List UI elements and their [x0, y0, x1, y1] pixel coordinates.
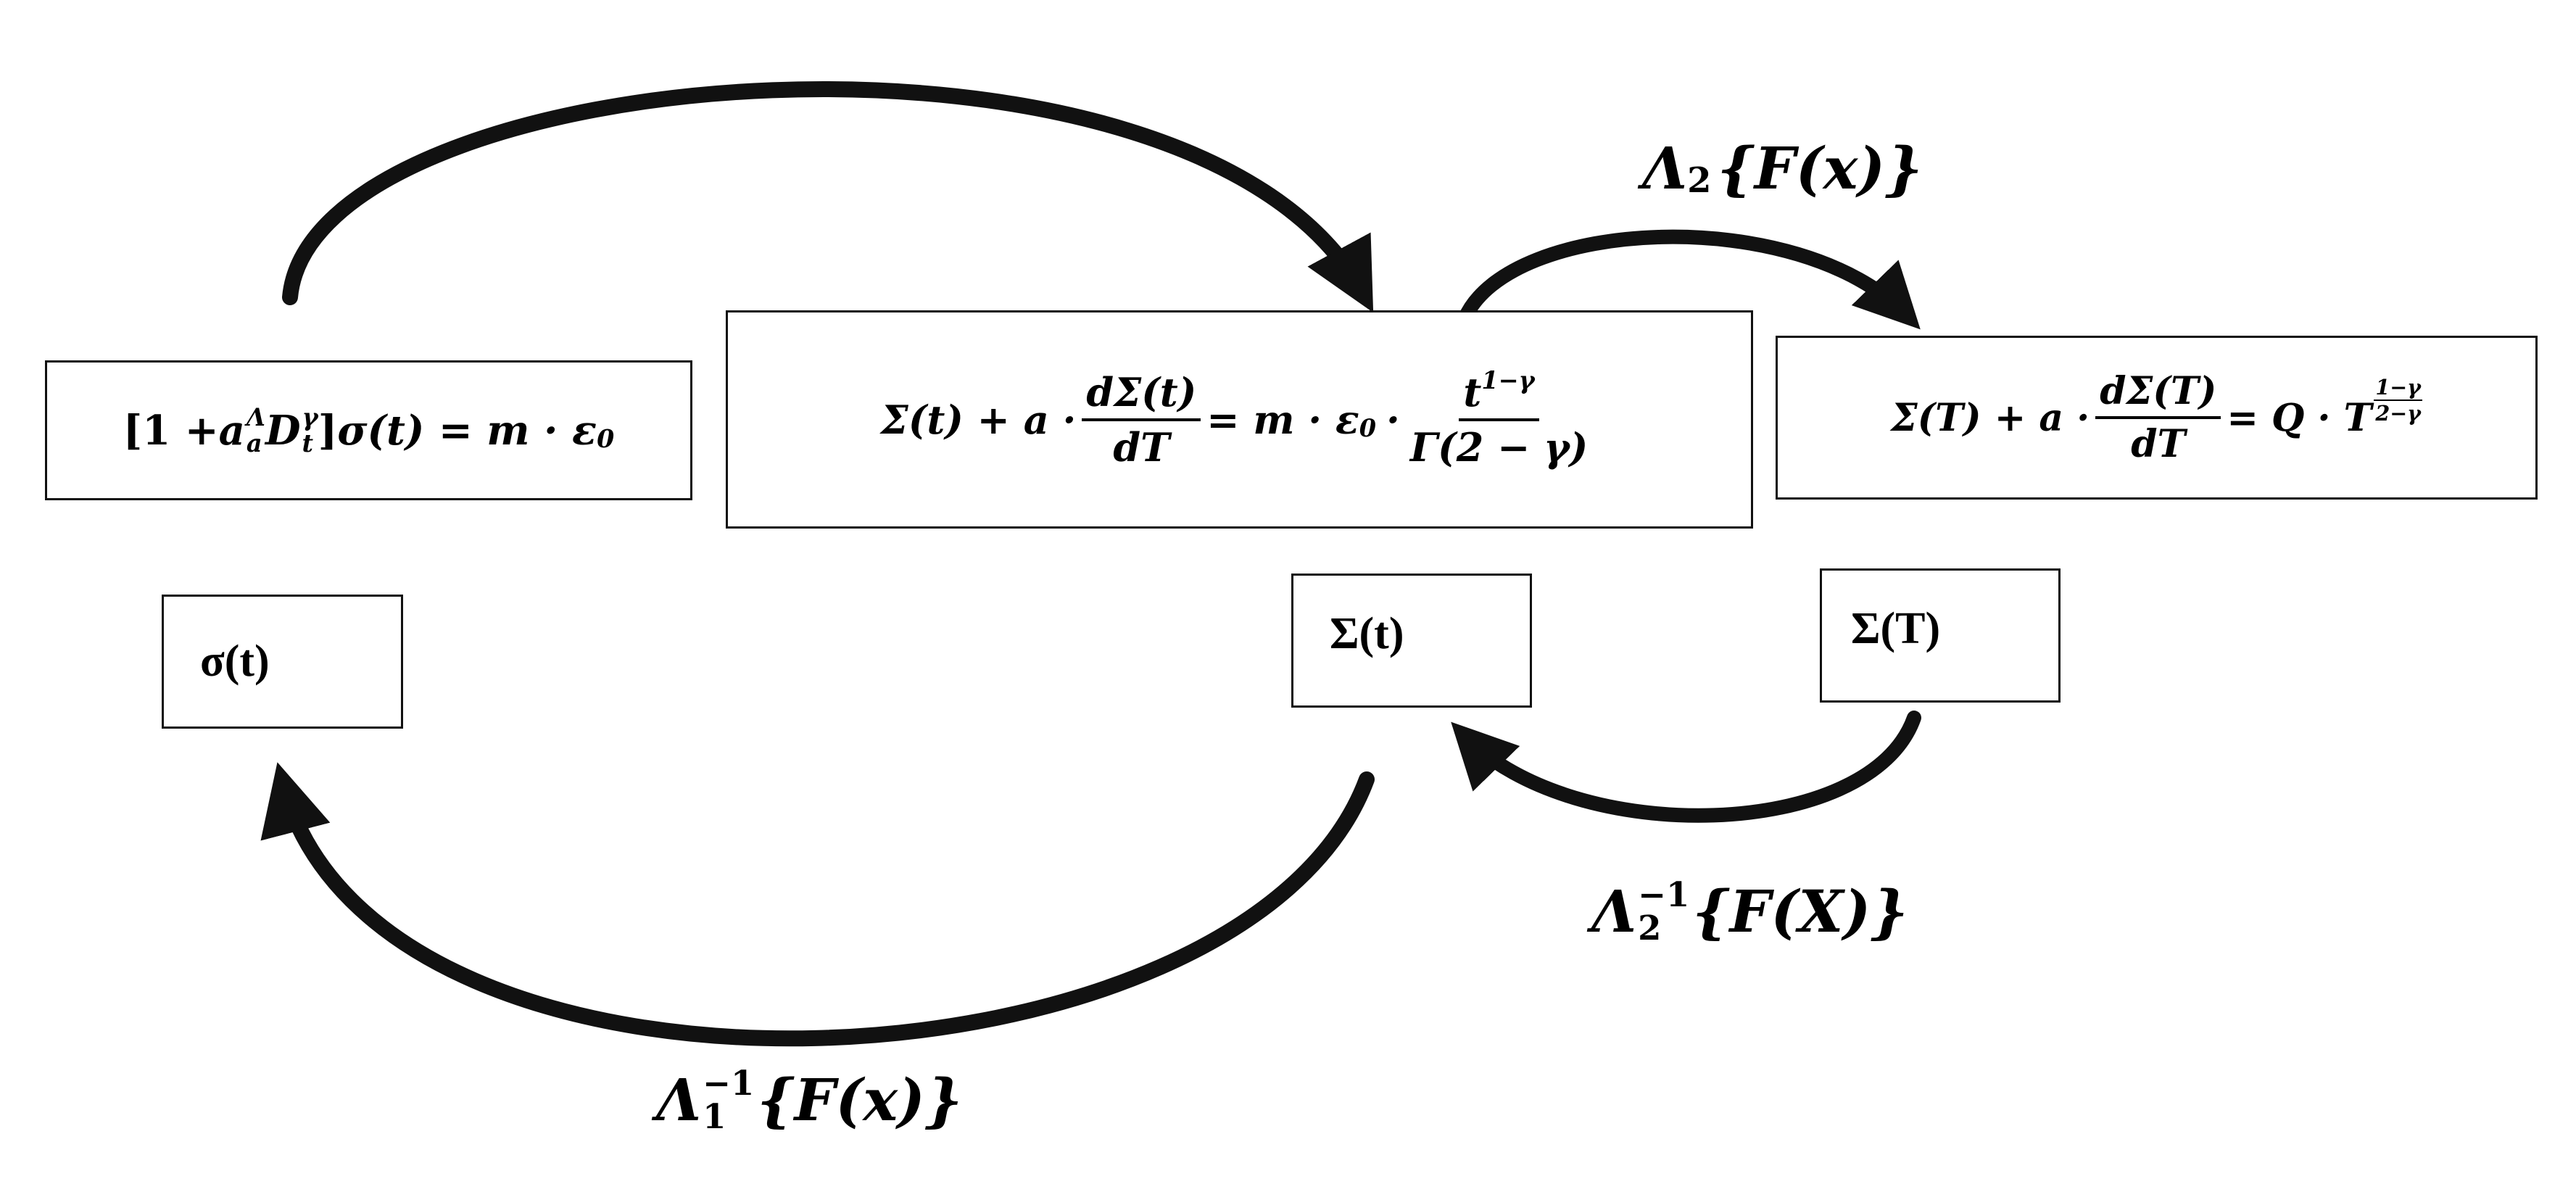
a-subscript: a — [246, 428, 262, 458]
fractional-ode-rhs: σ(t) = m · ε — [337, 406, 597, 455]
a-indices: Λ a — [246, 402, 265, 458]
lambda-subscript: 2 — [1687, 160, 1712, 201]
epsilon-subscript: 0 — [597, 424, 615, 455]
D-indices: γ t — [302, 402, 318, 458]
gamma-fraction: t1−γ Γ(2 − γ) — [1406, 366, 1593, 471]
transformed-T-lhs: Σ(T) + a · — [1890, 395, 2090, 440]
fraction-numerator: dΣ(T) — [2095, 369, 2221, 419]
sigma-t-box: σ(t) — [162, 595, 403, 729]
fractional-ode-box: [ 1 + a Λ a D γ t ] σ(t) = m · ε 0 — [45, 360, 692, 500]
arrow-top-large — [282, 81, 1374, 313]
transformed-t-box: Σ(t) + a · dΣ(t) dT = m · ε 0 · t1−γ Γ(2… — [726, 310, 1753, 529]
lambda-argument: {F(x)} — [1717, 134, 1923, 202]
transformed-T-equation: Σ(T) + a · dΣ(T) dT = Q · T 1−γ 2−γ — [1890, 369, 2423, 466]
arrow-lambda2 — [1457, 229, 1921, 330]
multiplication-dot: · — [1386, 396, 1400, 443]
lambda-argument: {F(x)} — [757, 1066, 963, 1134]
bracket-close: ] — [318, 406, 338, 455]
arrow-lambda2-inverse — [1451, 711, 1921, 823]
lambda-symbol: Λ — [1642, 134, 1688, 202]
lambda2-inverse-label: Λ −1 2 {F(X)} — [1591, 877, 1908, 945]
transformed-T-rhs: = Q · T — [2227, 395, 2372, 440]
T-exponent-fraction: 1−γ 2−γ — [2374, 374, 2423, 426]
derivative-fraction-T: dΣ(T) dT — [2095, 369, 2221, 466]
lambda-symbol: Λ — [656, 1066, 702, 1134]
transformed-T-box: Σ(T) + a · dΣ(T) dT = Q · T 1−γ 2−γ — [1776, 336, 2538, 500]
Sigma-t-box: Σ(t) — [1291, 574, 1532, 708]
lambda2-label: Λ 2 {F(x)} — [1642, 134, 1923, 202]
transformed-t-equation: Σ(t) + a · dΣ(t) dT = m · ε 0 · t1−γ Γ(2… — [880, 366, 1599, 471]
lambda-indices: −1 2 — [1638, 874, 1690, 948]
derivative-fraction-t: dΣ(t) dT — [1082, 369, 1201, 471]
gamma-fraction-numerator: t1−γ — [1459, 366, 1539, 421]
sigma-t-label: σ(t) — [200, 637, 270, 686]
epsilon-subscript: 0 — [1359, 413, 1377, 442]
lambda-symbol: Λ — [1591, 877, 1637, 945]
transformed-t-middle: = m · ε — [1206, 396, 1359, 443]
lambda-subscript: 2 — [1638, 908, 1662, 948]
fraction-denominator: dT — [2131, 422, 2186, 466]
fraction-denominator: dT — [1113, 423, 1170, 471]
lambda-superscript: −1 — [703, 1062, 755, 1103]
Sigma-t-label: Σ(t) — [1330, 609, 1404, 658]
a-superscript: Λ — [246, 402, 265, 432]
one-plus-term: 1 + — [142, 406, 219, 455]
t-exponent: 1−γ — [1481, 366, 1535, 395]
t-base: t — [1463, 368, 1482, 415]
exponent-numerator: 1−γ — [2374, 374, 2423, 401]
transformed-t-lhs: Σ(t) + a · — [880, 396, 1077, 443]
Sigma-T-box: Σ(T) — [1820, 568, 2061, 703]
lambda-indices: −1 1 — [703, 1062, 755, 1136]
gamma-function-denominator: Γ(2 − γ) — [1409, 423, 1589, 471]
lambda1-inverse-label: Λ −1 1 {F(x)} — [656, 1066, 962, 1134]
D-superscript: γ — [302, 402, 318, 432]
fraction-numerator: dΣ(t) — [1082, 369, 1201, 421]
coefficient-a: a — [218, 406, 245, 455]
lambda-superscript: −1 — [1638, 874, 1690, 914]
D-subscript: t — [302, 428, 314, 458]
derivative-operator: D — [265, 406, 301, 455]
Sigma-T-label: Σ(T) — [1851, 604, 1941, 653]
bracket-open: [ — [123, 406, 143, 455]
arrow-bottom-large — [260, 762, 1375, 1047]
lambda-subscript: 1 — [703, 1096, 726, 1136]
lambda-argument: {F(X)} — [1692, 877, 1908, 945]
fractional-ode-equation: [ 1 + a Λ a D γ t ] σ(t) = m · ε 0 — [123, 402, 615, 458]
exponent-denominator: 2−γ — [2375, 400, 2422, 426]
